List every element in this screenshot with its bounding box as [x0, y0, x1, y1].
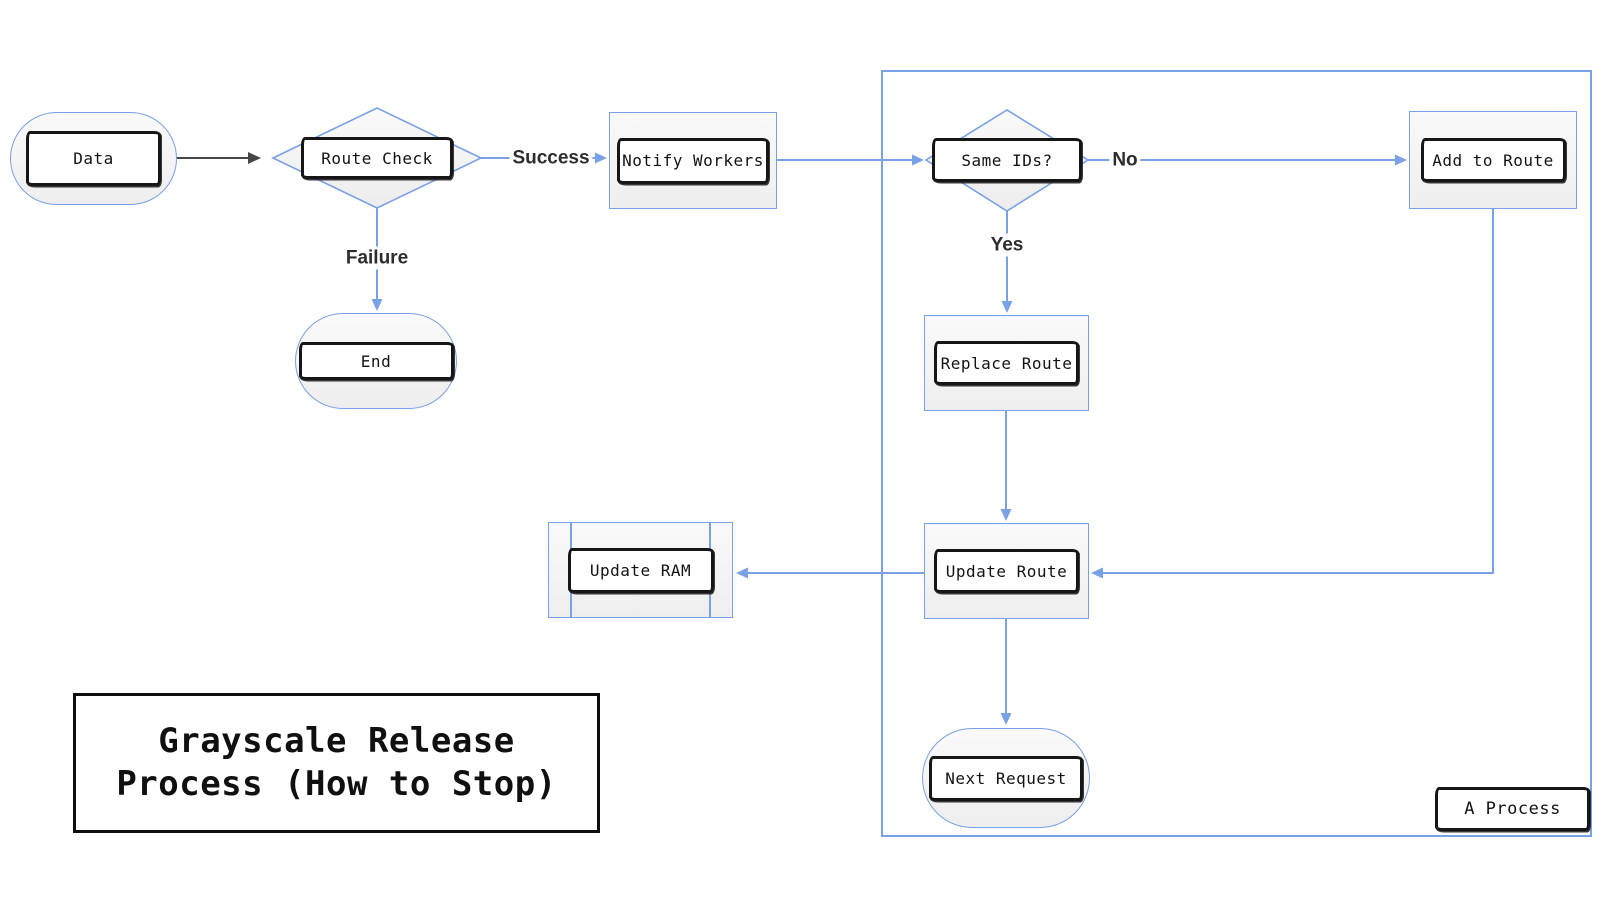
node-next-request: Next Request [922, 728, 1090, 828]
arrowhead-failure [371, 299, 383, 311]
node-data-label-box: Data [26, 131, 161, 186]
node-notify-workers-label-box: Notify Workers [617, 137, 769, 184]
node-route-check-label: Route Check [321, 148, 433, 168]
node-same-ids-label-box: Same IDs? [932, 138, 1082, 182]
node-add-to-route-label-box: Add to Route [1420, 138, 1566, 182]
edge-label-success: Success [509, 146, 593, 170]
node-next-request-label-box: Next Request [929, 755, 1083, 801]
process-subgraph-container [881, 70, 1592, 837]
node-update-route-label: Update Route [945, 561, 1068, 581]
node-update-route: Update Route [924, 523, 1089, 619]
node-end: End [295, 313, 457, 409]
node-replace-route-label: Replace Route [940, 353, 1073, 373]
node-replace-route: Replace Route [924, 315, 1089, 411]
node-data: Data [10, 112, 177, 205]
node-update-ram-label-box: Update RAM [567, 547, 714, 593]
edge-label-failure: Failure [342, 246, 412, 270]
node-same-ids-label: Same IDs? [961, 150, 1053, 170]
arrowhead-success [595, 152, 607, 164]
node-replace-route-label-box: Replace Route [934, 341, 1079, 385]
node-end-label: End [360, 351, 392, 371]
node-notify-workers: Notify Workers [609, 112, 777, 209]
arrowhead-update-ram [736, 567, 748, 579]
subgraph-caption: A Process [1464, 799, 1561, 819]
subgraph-caption-box: A Process [1435, 787, 1590, 831]
node-data-label: Data [73, 149, 114, 168]
node-notify-workers-label: Notify Workers [622, 151, 764, 170]
node-next-request-label: Next Request [945, 768, 1067, 788]
node-add-to-route: Add to Route [1409, 111, 1577, 209]
edge-label-yes: Yes [987, 233, 1027, 257]
node-update-ram-label: Update RAM [589, 560, 692, 580]
node-update-ram: Update RAM [548, 522, 733, 618]
node-add-to-route-label: Add to Route [1432, 150, 1554, 170]
node-end-label-box: End [298, 342, 454, 380]
node-route-check-label-box: Route Check [301, 137, 453, 179]
diagram-title-line1: Grayscale Release [158, 721, 515, 761]
diagram-title-line2: Process (How to Stop) [116, 764, 557, 804]
edge-label-no: No [1109, 148, 1141, 172]
arrowhead-data-routecheck [248, 152, 261, 164]
node-update-route-label-box: Update Route [934, 549, 1079, 593]
diagram-title-box: Grayscale Release Process (How to Stop) [73, 693, 600, 833]
